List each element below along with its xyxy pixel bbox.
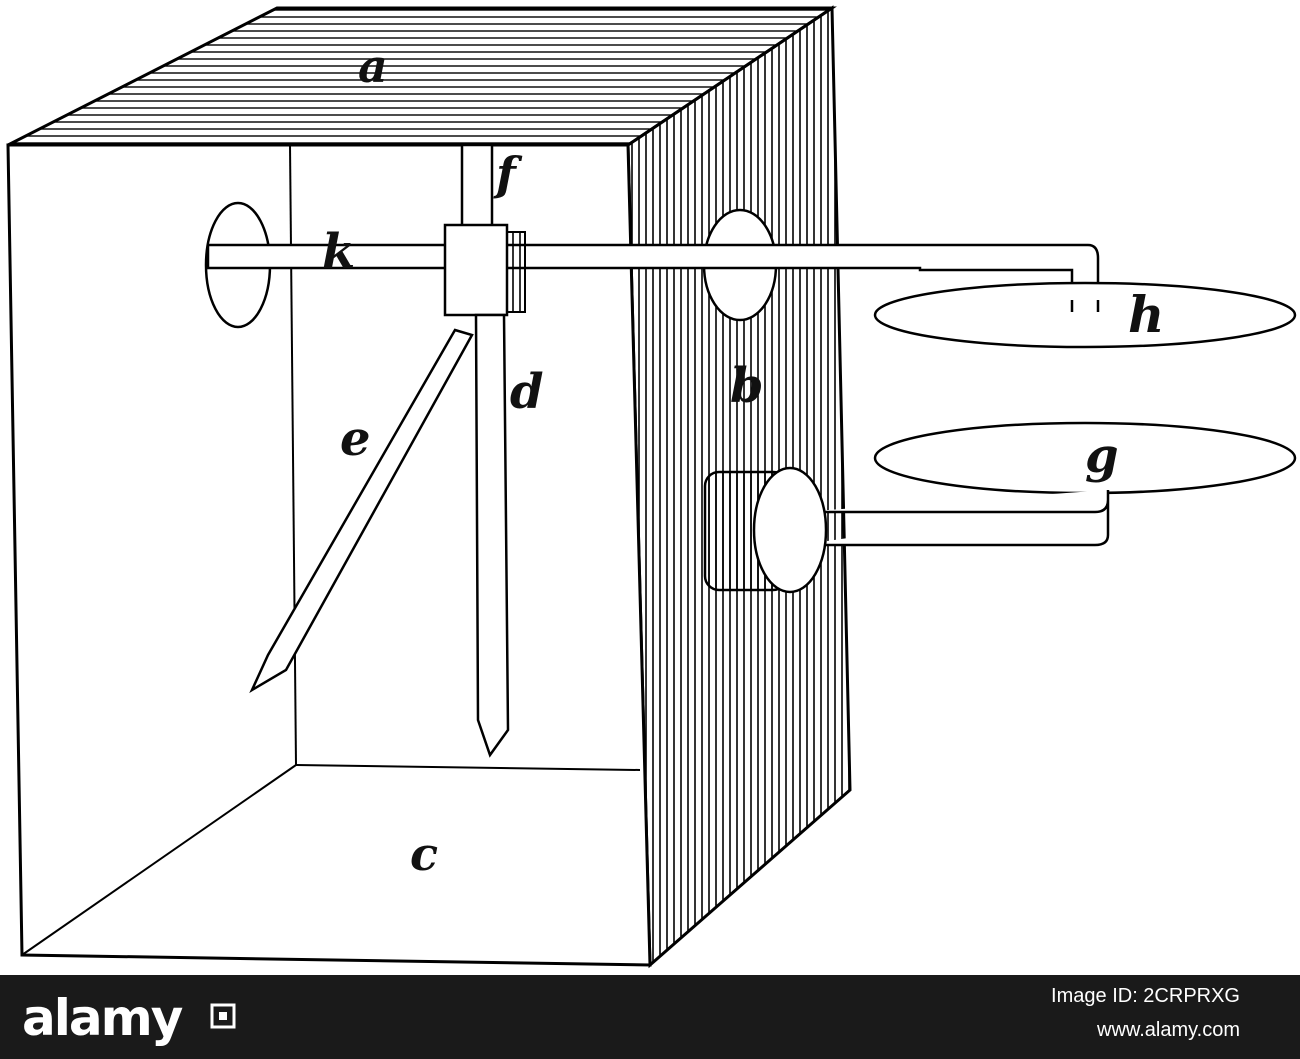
inner-floor-back <box>295 764 641 771</box>
rod-f <box>460 143 494 237</box>
spindle-g <box>800 490 1110 547</box>
drum-face <box>752 466 828 594</box>
label-c: c <box>410 827 438 881</box>
label-b: b <box>730 358 764 414</box>
label-a: a <box>358 39 388 93</box>
axle-block-side <box>506 231 526 313</box>
crank-h-tip <box>1070 300 1100 312</box>
watermark-footer: alamy Image ID: 2CRPRXG www.alamy.com <box>0 975 1300 1059</box>
brand-logo: alamy <box>22 989 183 1047</box>
site-url-text: www.alamy.com <box>1097 1019 1240 1041</box>
disc-h <box>873 281 1297 349</box>
axle-block <box>443 223 509 317</box>
image-id-text: Image ID: 2CRPRXG <box>1051 985 1240 1007</box>
axle-k <box>206 243 1100 302</box>
pointer-d <box>474 313 510 758</box>
brand-mark-icon <box>210 1003 236 1029</box>
label-k: k <box>322 224 355 280</box>
apparatus-diagram: a b c d e f g h k <box>6 5 1297 969</box>
label-d: d <box>510 364 544 420</box>
label-g: g <box>1085 428 1119 484</box>
rod-e <box>249 328 474 694</box>
label-h: h <box>1128 285 1164 344</box>
inner-floor-left <box>21 764 297 956</box>
label-e: e <box>340 411 371 467</box>
